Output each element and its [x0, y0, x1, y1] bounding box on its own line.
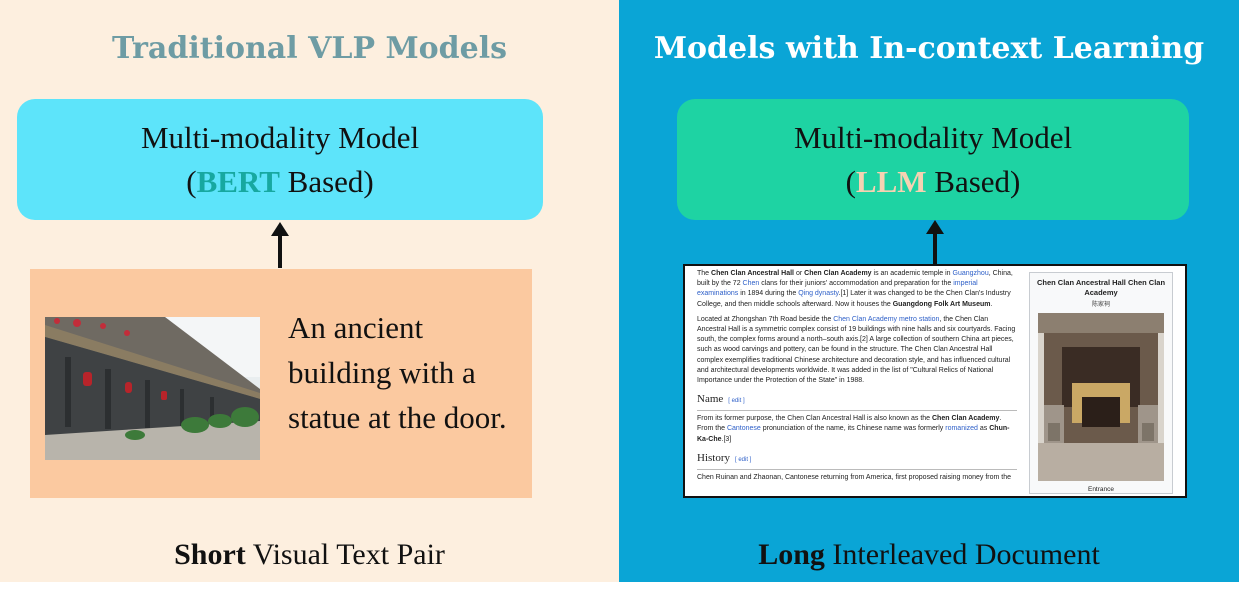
panel-title: Models with In-context Learning: [619, 30, 1239, 68]
doc-paragraph: Located at Zhongshan 7th Road beside the…: [697, 315, 1017, 386]
up-arrow-icon: [933, 232, 937, 264]
bert-model-box: Multi-modality Model (BERT Based): [17, 99, 543, 220]
traditional-vlp-panel: Traditional VLP Models Multi-modality Mo…: [0, 0, 619, 582]
short-pair-label: Short Visual Text Pair: [0, 535, 619, 575]
infobox: Chen Clan Ancestral Hall Chen Clan Acade…: [1029, 272, 1173, 494]
infobox-caption: Entrance: [1030, 485, 1172, 495]
doc-paragraph: Chen Ruinan and Zhaonan, Cantonese retur…: [697, 473, 1017, 483]
infobox-title: Chen Clan Ancestral Hall Chen Clan Acade…: [1030, 278, 1172, 298]
model-type-label: (BERT Based): [17, 160, 543, 204]
doc-paragraph: The Chen Clan Ancestral Hall or Chen Cla…: [697, 269, 1017, 310]
visual-text-pair-box: An ancient building with a statue at the…: [30, 269, 532, 498]
document-body: The Chen Clan Ancestral Hall or Chen Cla…: [697, 269, 1017, 488]
model-label: Multi-modality Model: [677, 99, 1189, 160]
edit-link: [ edit ]: [735, 457, 751, 463]
doc-paragraph: From its former purpose, the Chen Clan A…: [697, 414, 1017, 445]
long-document-label: Long Interleaved Document: [619, 535, 1239, 575]
entrance-photo: [1038, 313, 1164, 481]
interleaved-document: The Chen Clan Ancestral Hall or Chen Cla…: [683, 264, 1187, 498]
model-type-label: (LLM Based): [677, 160, 1189, 204]
llm-model-box: Multi-modality Model (LLM Based): [677, 99, 1189, 220]
section-heading-name: Name[ edit ]: [697, 392, 1017, 411]
model-label: Multi-modality Model: [17, 99, 543, 160]
section-heading-history: History[ edit ]: [697, 451, 1017, 470]
edit-link: [ edit ]: [728, 398, 744, 404]
panel-title: Traditional VLP Models: [0, 30, 619, 68]
infobox-subtitle: 陈家祠: [1030, 300, 1172, 310]
bert-keyword: BERT: [197, 164, 280, 199]
in-context-learning-panel: Models with In-context Learning Multi-mo…: [619, 0, 1239, 582]
llm-keyword: LLM: [856, 164, 927, 199]
image-caption: An ancient building with a statue at the…: [288, 305, 528, 440]
ancient-building-photo: [45, 317, 260, 460]
up-arrow-icon: [278, 234, 282, 268]
